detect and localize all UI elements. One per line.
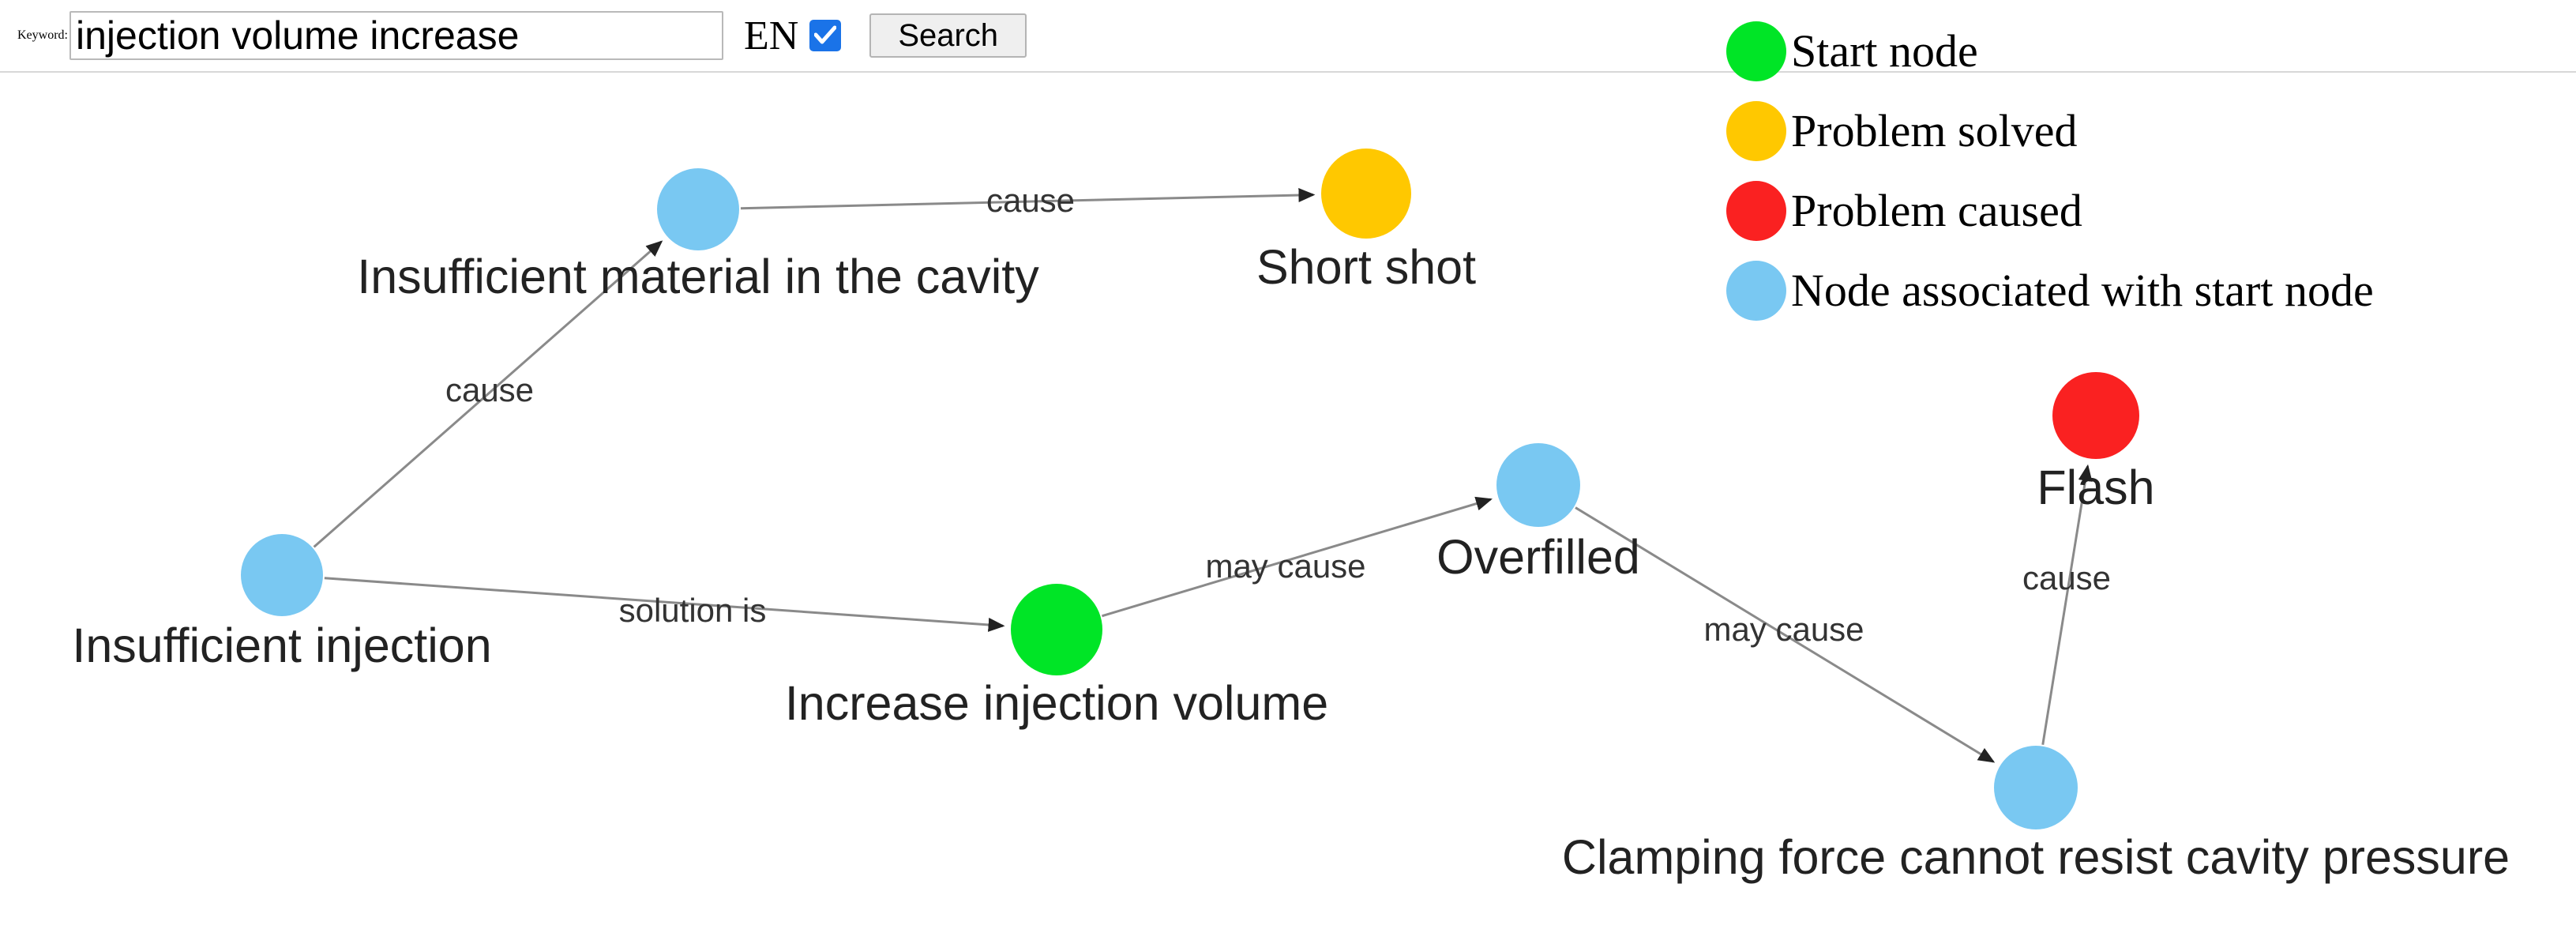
legend-item-problem-solved: Problem solved (1726, 91, 2374, 171)
edge-label: cause (445, 371, 535, 408)
legend-item-associated-node: Node associated with start node (1726, 250, 2374, 330)
knowledge-graph[interactable]: cause cause solution is may cause may cause c… (0, 73, 2576, 929)
node-label-overfilled: Overfilled (1436, 530, 1640, 584)
legend-label-start-node: Start node (1791, 24, 1978, 77)
graph-node-flash[interactable] (2052, 372, 2139, 459)
node-label-clamping-force: Clamping force cannot resist cavity pres… (1561, 830, 2510, 884)
graph-node-insufficient-injection[interactable] (241, 534, 323, 616)
legend: Start node Problem solved Problem caused… (1726, 11, 2374, 330)
edge-layer (313, 188, 2093, 763)
edge-label: solution is (618, 592, 767, 629)
edge-label: cause (2022, 559, 2112, 596)
legend-label-problem-caused: Problem caused (1791, 184, 2082, 236)
graph-node-insufficient-material[interactable] (657, 168, 739, 250)
graph-edge[interactable] (1575, 506, 1996, 763)
node-layer (241, 149, 2139, 829)
edge-label: cause (986, 182, 1076, 219)
keyword-label: Keyword: (17, 28, 68, 42)
edge-label: may cause (1703, 611, 1864, 648)
node-label-flash: Flash (2037, 461, 2155, 514)
graph-edge[interactable] (2041, 464, 2093, 745)
language-checkbox[interactable] (809, 20, 842, 51)
graph-node-increase-injection[interactable] (1011, 584, 1102, 675)
graph-svg (241, 149, 2139, 829)
graph-edge[interactable] (313, 240, 663, 548)
legend-dot-problem-solved (1726, 100, 1786, 161)
graph-edge[interactable] (324, 577, 1005, 632)
graph-edge[interactable] (1102, 496, 1493, 618)
graph-node-short-shot[interactable] (1321, 149, 1411, 239)
search-button-label: Search (898, 17, 999, 53)
node-label-insufficient-injection: Insufficient injection (72, 619, 492, 672)
graph-edge[interactable] (740, 188, 1316, 210)
check-icon (814, 25, 837, 44)
graph-node-clamping-force[interactable] (1994, 746, 2078, 829)
node-label-increase-injection: Increase injection volume (784, 676, 1329, 730)
edge-label: may cause (1205, 547, 1366, 585)
node-label-short-shot: Short shot (1256, 240, 1477, 294)
legend-label-problem-solved: Problem solved (1791, 104, 2078, 156)
search-input[interactable] (69, 11, 723, 60)
search-button[interactable]: Search (869, 13, 1027, 58)
graph-node-overfilled[interactable] (1496, 443, 1580, 527)
search-toolbar: Keyword: EN Search (0, 0, 2576, 73)
legend-dot-start-node (1726, 21, 1786, 81)
legend-label-associated-node: Node associated with start node (1791, 264, 2374, 316)
legend-item-start-node: Start node (1726, 11, 2374, 91)
legend-item-problem-caused: Problem caused (1726, 171, 2374, 250)
node-label-insufficient-material: Insufficient material in the cavity (357, 250, 1039, 303)
legend-dot-associated-node (1726, 260, 1786, 321)
legend-dot-problem-caused (1726, 180, 1786, 241)
language-label: EN (743, 13, 799, 58)
